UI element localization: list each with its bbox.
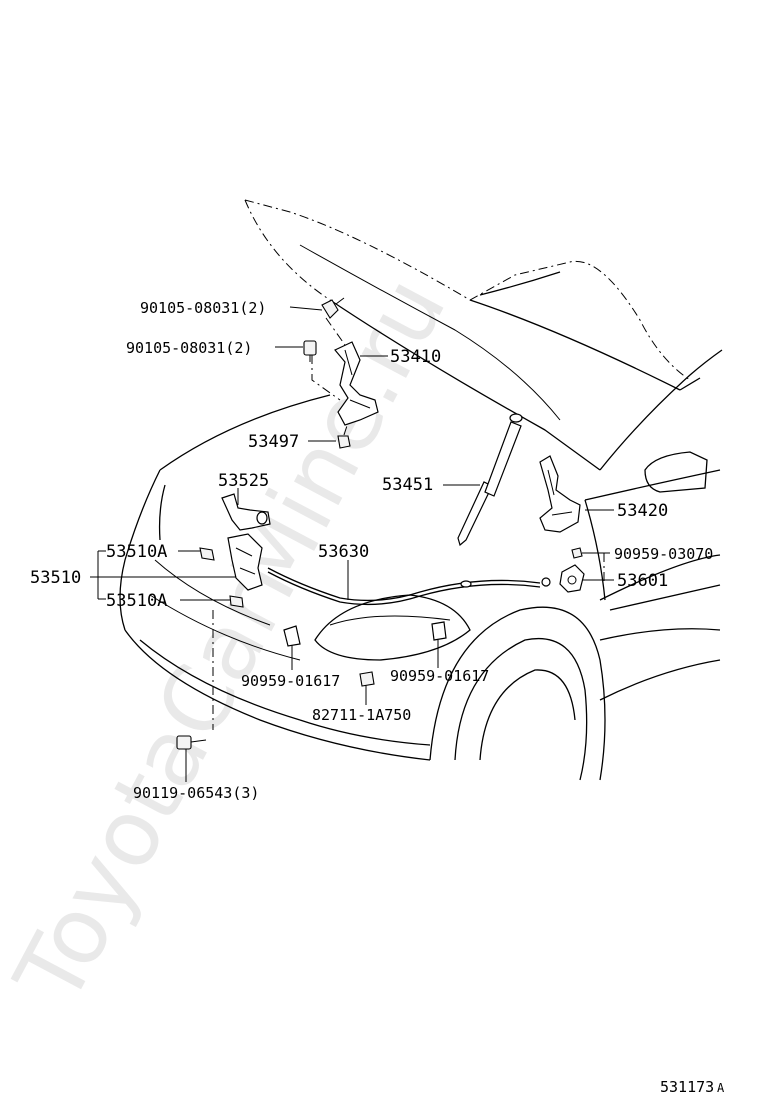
label-90959-01617-right: 90959-01617 (390, 667, 489, 685)
hood-support-53451-icon (457, 413, 523, 547)
clip-82711-icon (359, 671, 375, 687)
part-labels: 90105-08031(2) 90105-08031(2) 53410 5349… (30, 299, 713, 802)
label-53630: 53630 (318, 542, 369, 562)
diagram-code-number: 531173 (660, 1078, 714, 1096)
release-cable-53630-icon (267, 567, 551, 606)
hood-hinge-53410-icon (334, 341, 379, 426)
label-90105-top: 90105-08031(2) (140, 299, 266, 317)
label-90959-03070: 90959-03070 (614, 545, 713, 563)
diagram-code-suffix: A (717, 1081, 725, 1095)
parts (176, 297, 585, 750)
label-53497: 53497 (248, 432, 299, 452)
label-53525: 53525 (218, 471, 269, 491)
bolt-90119-icon (176, 735, 207, 750)
label-53410: 53410 (390, 347, 441, 367)
label-53601: 53601 (617, 571, 668, 591)
label-82711: 82711-1A750 (312, 706, 411, 724)
diagram-code: 531173 A (660, 1078, 725, 1096)
car-body (119, 199, 723, 781)
hood-lock-53510-icon (227, 533, 263, 591)
hood-hinge-53420-icon (539, 455, 581, 533)
clip-90959-03070-icon (571, 547, 583, 559)
label-53451: 53451 (382, 475, 433, 495)
label-90959-01617-left: 90959-01617 (241, 672, 340, 690)
clamp-90959-01617-left-icon (283, 625, 301, 647)
clip-53510a-bottom-icon (229, 595, 244, 608)
label-53420: 53420 (617, 501, 668, 521)
label-53510a-top: 53510A (106, 542, 167, 562)
hook-53525-icon (221, 493, 271, 531)
leader-lines (90, 306, 614, 782)
label-53510: 53510 (30, 568, 81, 588)
label-90119: 90119-06543(3) (133, 784, 259, 802)
bolt-90105-top-icon (321, 297, 345, 319)
label-53510a-bottom: 53510A (106, 591, 167, 611)
watermark-text: ToyotaCarMine.ru (0, 260, 467, 1021)
clip-53510a-top-icon (199, 547, 215, 561)
clamp-90959-01617-right-icon (431, 621, 447, 641)
label-90105-mid: 90105-08031(2) (126, 339, 252, 357)
release-lever-53601-icon (559, 564, 585, 593)
bolt-90105-mid-icon (303, 340, 317, 362)
nut-53497-icon (337, 435, 351, 449)
